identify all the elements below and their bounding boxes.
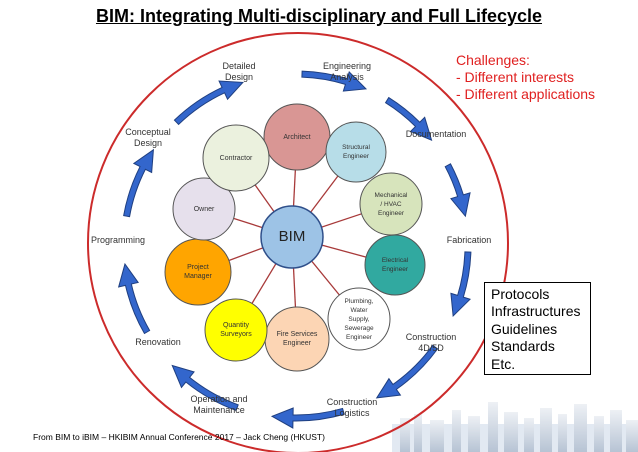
lifecycle-phase-line: Maintenance	[193, 405, 245, 415]
lifecycle-arrow	[171, 364, 239, 412]
stakeholder-label-line: Owner	[193, 205, 215, 213]
protocols-item: Protocols	[491, 286, 550, 302]
stakeholder-label-line: Supply,	[348, 315, 370, 323]
lifecycle-phase-label: Documentation	[400, 129, 472, 140]
stakeholder-label-line: Architect	[283, 133, 311, 141]
lifecycle-phase-line: Engineering	[322, 61, 372, 71]
stakeholder-label: Owner	[173, 178, 235, 240]
lifecycle-phase-line: Analysis	[330, 72, 364, 82]
stakeholder-node	[202, 124, 270, 192]
stakeholder-label: Architect	[264, 104, 330, 170]
bim-center-label: BIM	[278, 228, 306, 245]
lifecycle-phase-label: Fabrication	[444, 235, 494, 246]
stakeholder-label-line: Structural	[342, 144, 370, 151]
stakeholder-node	[172, 177, 236, 241]
lifecycle-phase-line: Renovation	[135, 337, 181, 347]
lifecycle-arrow	[450, 251, 472, 318]
lifecycle-arrow	[270, 407, 345, 429]
stakeholder-label: Contractor	[203, 125, 269, 191]
lifecycle-phase-line: Programming	[90, 235, 146, 245]
bim-center-circle	[260, 205, 324, 269]
stakeholder-label-line: Sewerage	[344, 324, 374, 332]
lifecycle-phase-line: Design	[133, 138, 162, 148]
protocols-item: Guidelines	[491, 320, 558, 337]
stakeholder-node	[325, 121, 387, 183]
lifecycle-phase-line: Operation and	[190, 394, 248, 404]
stakeholder-label-line: Engineer	[345, 333, 373, 341]
lifecycle-arrow	[384, 96, 433, 141]
stakeholder-label-line: Mechanical	[374, 191, 408, 199]
lifecycle-arrow	[444, 163, 471, 218]
lifecycle-arrow	[173, 80, 244, 126]
stakeholder-label-line: Electrical	[381, 257, 409, 264]
page-title: BIM: Integrating Multi-disciplinary and …	[95, 6, 543, 26]
footer-credit: From BIM to iBIM – HKIBIM Annual Confere…	[33, 432, 325, 442]
challenges-heading: Challenges:	[456, 52, 530, 68]
lifecycle-arrow	[375, 344, 439, 399]
lifecycle-phase-line: Fabrication	[446, 235, 492, 245]
lifecycle-phase-line: Construction	[326, 397, 378, 407]
protocols-item: Etc.	[491, 355, 516, 372]
stakeholder-node	[204, 298, 268, 362]
stakeholder-label-line: Fire Services	[276, 331, 318, 338]
lifecycle-phase-line: Logistics	[334, 408, 370, 418]
lifecycle-arrow	[301, 70, 368, 92]
stakeholder-label-line: Plumbing,	[344, 297, 374, 305]
stakeholder-label-line: Manager	[184, 273, 212, 280]
lifecycle-phase-line: Documentation	[405, 129, 467, 139]
lifecycle-phase-label: Renovation	[128, 337, 188, 348]
lifecycle-phase-line: 4D/5D	[418, 343, 444, 353]
stakeholder-label-line: / HVAC	[380, 200, 402, 208]
stakeholder-label-line: Engineer	[282, 340, 312, 347]
stakeholder-label-line: Contractor	[219, 154, 253, 162]
stakeholder-label-line: Engineer	[342, 153, 370, 160]
outer-lifecycle-circle	[87, 32, 509, 452]
lifecycle-phase-line: Detailed	[222, 61, 256, 71]
lifecycle-phase-label: Programming	[88, 235, 148, 246]
stakeholder-label-line: Project	[187, 264, 209, 271]
stakeholder-label-line: Water	[350, 306, 368, 314]
lifecycle-arrow	[123, 148, 154, 218]
challenge-item: - Different applications	[456, 86, 596, 102]
lifecycle-phase-line: Construction	[405, 332, 457, 342]
challenge-item: - Different interests	[456, 69, 575, 85]
stakeholder-label-line: Engineer	[381, 266, 409, 273]
lifecycle-phase-line: Conceptual	[125, 127, 171, 137]
stakeholder-label-line: Quantity	[222, 322, 250, 329]
lifecycle-arrow	[117, 262, 151, 335]
stakeholder-node	[327, 287, 391, 351]
stakeholder-label-line: Engineer	[377, 209, 405, 217]
challenges-note: Challenges: - Different interests - Diff…	[456, 52, 595, 103]
protocols-box: Protocols Infrastructures Guidelines Sta…	[484, 282, 591, 375]
lifecycle-phase-line: Design	[224, 72, 253, 82]
stakeholder-label-line: Surveyors	[220, 331, 252, 338]
protocols-item: Standards	[491, 338, 555, 355]
protocols-item: Infrastructures	[491, 303, 581, 320]
stakeholder-node	[364, 234, 426, 296]
skyline-image	[392, 402, 638, 452]
